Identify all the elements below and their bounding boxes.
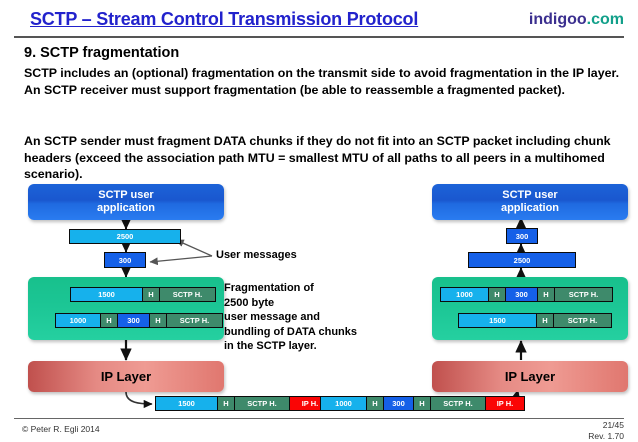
note-line-2: 2500 byte [224, 296, 275, 309]
paragraph-intro: SCTP includes an (optional) fragmentatio… [24, 66, 620, 97]
wire-packet-2: 1000 H 300 H SCTP H. IP H. [320, 396, 525, 411]
left-user-message-2500: 2500 [69, 229, 181, 244]
wire2-chunk-header-2: H [414, 397, 431, 410]
right-app-label-line1: SCTP user [502, 189, 558, 201]
note-line-4: bundling of DATA chunks [224, 325, 357, 338]
chunk-header-h-r3: H [537, 314, 554, 327]
chunk-data-1000: 1000 [56, 314, 101, 327]
header-divider [14, 36, 624, 38]
chunk-header-h-1: H [101, 314, 118, 327]
chunk-data-1500: 1500 [71, 288, 143, 301]
right-sctp-user-application: SCTP user application [432, 184, 628, 220]
right-app-label-line2: application [500, 202, 560, 214]
chunk-data-1500-r: 1500 [459, 314, 537, 327]
page-title: SCTP – Stream Control Transmission Proto… [30, 9, 419, 29]
left-app-label-line2: application [96, 202, 156, 214]
note-line-1: Fragmentation of [224, 282, 314, 294]
chunk-sctp-header: SCTP H. [160, 288, 215, 301]
page-info: 21/45 Rev. 1.70 [588, 420, 624, 442]
page-header: SCTP – Stream Control Transmission Proto… [0, 0, 638, 38]
chunk-sctp-header-r1: SCTP H. [555, 288, 612, 301]
chunk-sctp-header-r2: SCTP H. [554, 314, 611, 327]
chunk-header-h-2: H [150, 314, 167, 327]
left-app-label-line1: SCTP user [98, 189, 154, 201]
chunk-sctp-header-2: SCTP H. [167, 314, 222, 327]
page-number: 21/45 [602, 420, 624, 430]
left-user-message-300: 300 [104, 252, 146, 268]
chunk-header-h-r1: H [489, 288, 506, 301]
left-sctp-chunk-row-2: 1000 H 300 H SCTP H. [55, 313, 223, 328]
footer-divider [14, 418, 624, 419]
user-messages-label: User messages [216, 249, 297, 261]
wire2-ip-header: IP H. [486, 397, 524, 410]
brand-logo: indigoo.com [529, 11, 624, 29]
wire2-data-1000: 1000 [321, 397, 367, 410]
wire2-data-300: 300 [384, 397, 414, 410]
wire-packet-1: 1500 H SCTP H. IP H. [155, 396, 331, 411]
chunk-data-300-r: 300 [506, 288, 538, 301]
fragmentation-note: Fragmentation of 2500 byte user message … [224, 281, 357, 354]
chunk-header-h-r2: H [538, 288, 555, 301]
right-sctp-chunk-row-2: 1500 H SCTP H. [458, 313, 612, 328]
section-heading: 9. SCTP fragmentation [24, 45, 180, 61]
chunk-data-1000-r: 1000 [441, 288, 489, 301]
wire2-chunk-header-1: H [367, 397, 384, 410]
note-line-5: in the SCTP layer. [224, 340, 317, 352]
wire1-sctp-header: SCTP H. [235, 397, 290, 410]
note-line-3: user message and [224, 311, 320, 323]
brand-tld: .com [586, 11, 624, 28]
left-sctp-user-application: SCTP user application [28, 184, 224, 220]
revision-number: Rev. 1.70 [588, 431, 624, 441]
right-user-message-2500: 2500 [468, 252, 576, 268]
right-sctp-chunk-row-1: 1000 H 300 H SCTP H. [440, 287, 613, 302]
chunk-header-h: H [143, 288, 160, 301]
wire1-chunk-header: H [218, 397, 235, 410]
chunk-data-300: 300 [118, 314, 150, 327]
paragraph-sender: An SCTP sender must fragment DATA chunks… [24, 134, 611, 181]
copyright-text: © Peter R. Egli 2014 [22, 424, 100, 434]
left-ip-layer: IP Layer [28, 361, 224, 392]
right-ip-layer: IP Layer [432, 361, 628, 392]
right-user-message-300: 300 [506, 228, 538, 244]
wire2-sctp-header: SCTP H. [431, 397, 486, 410]
brand-name: indigoo [528, 11, 587, 28]
wire1-data-1500: 1500 [156, 397, 218, 410]
left-sctp-chunk-row-1: 1500 H SCTP H. [70, 287, 216, 302]
